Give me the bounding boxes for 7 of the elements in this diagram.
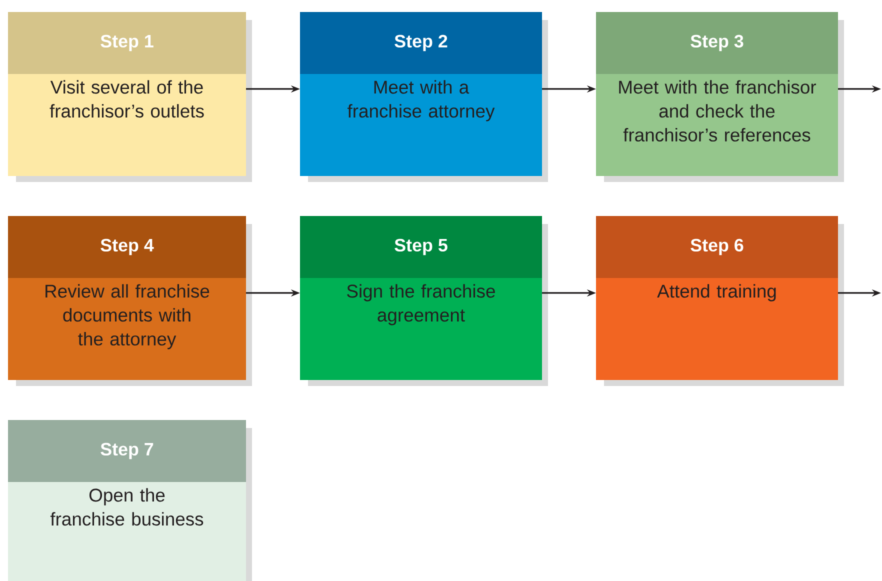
step-box: Step 3 Meet with the franchisor and check the franchisor’s references [596,12,844,182]
step-box: Step 7 Open the franchise business [8,420,252,581]
step-box: Step 6 Attend training [596,216,844,386]
step-box: Step 1 Visit several of the franchisor’s outlets [8,12,252,182]
step-box: Step 5 Sign the franchise agreement [300,216,548,386]
step-box: Step 2 Meet with a franchise attorney [300,12,548,182]
step-box: Step 4 Review all franchise documents with the attorney [8,216,252,386]
